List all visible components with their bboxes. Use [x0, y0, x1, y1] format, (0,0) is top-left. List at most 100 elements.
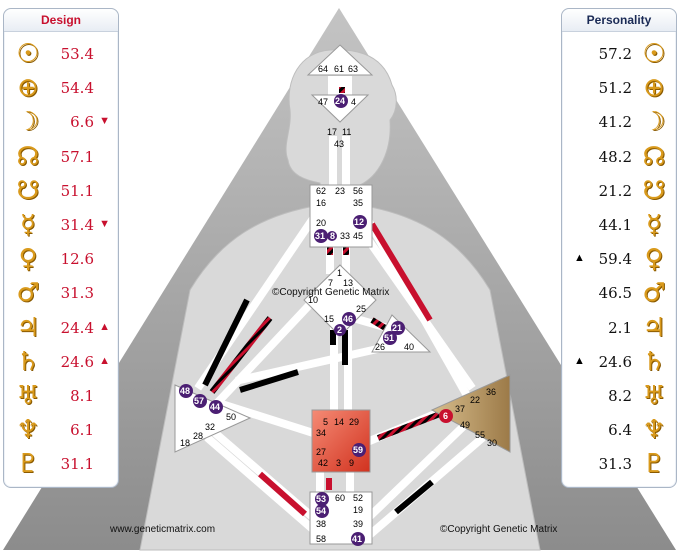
svg-text:12: 12 [354, 217, 364, 227]
direction-arrow-icon: ▼ [99, 115, 110, 128]
planet-gate-value: 21.2 [598, 181, 632, 200]
planet-row: ⊕51.2 [562, 73, 676, 103]
svg-text:1: 1 [337, 268, 342, 278]
venus-icon: ♀ [644, 244, 664, 275]
svg-text:41: 41 [352, 534, 362, 544]
planet-gate-value: 24.6 [60, 352, 94, 371]
svg-text:10: 10 [308, 295, 318, 305]
svg-text:21: 21 [392, 323, 402, 333]
svg-text:33: 33 [340, 231, 350, 241]
pluto-icon: ♇ [16, 449, 40, 480]
planet-row: ☿ 44.1 [562, 210, 676, 240]
moon-icon: ☽ [16, 107, 40, 138]
pluto-icon: ♇ [642, 449, 666, 480]
neptune-icon: ♆ [16, 415, 40, 446]
svg-text:23: 23 [335, 186, 345, 196]
defined-channels [202, 87, 442, 517]
direction-arrow-icon: ▲ [99, 320, 110, 333]
neptune-icon: ♆ [642, 415, 666, 446]
planet-row: ☽41.2 [562, 107, 676, 137]
site-url[interactable]: www.geneticmatrix.com [109, 524, 215, 535]
svg-text:32: 32 [205, 422, 215, 432]
planet-gate-value: 44.1 [598, 216, 632, 234]
planet-gate-value: 24.6 [598, 352, 632, 371]
south-node-icon: ☋ [642, 175, 666, 206]
mars-icon: ♂ [16, 278, 40, 309]
svg-text:9: 9 [349, 458, 354, 468]
svg-text:51: 51 [384, 333, 394, 343]
planet-gate-value: 57.1 [60, 147, 94, 166]
svg-text:4: 4 [351, 97, 356, 107]
svg-text:24: 24 [335, 96, 345, 106]
svg-text:22: 22 [470, 395, 480, 405]
planet-row: ♄24.6▲ [562, 347, 676, 377]
planet-row: ☿31.4▼ [4, 210, 118, 240]
planet-gate-value: 46.5 [598, 284, 632, 303]
jupiter-icon: ♃ [16, 312, 40, 343]
svg-text:34: 34 [316, 428, 326, 438]
svg-text:5: 5 [323, 417, 328, 427]
planet-gate-value: 54.4 [60, 79, 94, 98]
planet-gate-value: 2.1 [608, 318, 632, 337]
svg-text:3: 3 [336, 458, 341, 468]
svg-text:31: 31 [315, 231, 325, 241]
personality-title: Personality [562, 9, 676, 32]
svg-text:64: 64 [318, 64, 328, 74]
svg-text:63: 63 [348, 64, 358, 74]
planet-row: ♀12.6 [4, 244, 118, 274]
head-center [306, 44, 374, 76]
svg-text:42: 42 [318, 458, 328, 468]
design-panel: Design ☉53.4⊕54.4☽6.6▼☊57.1☋51.1☿31.4▼♀1… [3, 8, 119, 488]
svg-text:39: 39 [353, 519, 363, 529]
uranus-icon: ♅ [16, 381, 40, 411]
planet-gate-value: 6.1 [70, 421, 94, 440]
earth-icon: ⊕ [17, 73, 39, 104]
planet-row: ♂46.5 [562, 278, 676, 308]
direction-arrow-icon: ▲ [574, 252, 585, 265]
svg-text:40: 40 [404, 342, 414, 352]
svg-text:53: 53 [316, 494, 326, 504]
planet-row: ♇31.3 [562, 449, 676, 479]
planet-row: ☊48.2 [562, 142, 676, 172]
planet-row: ☋ 21.2 [562, 176, 676, 206]
svg-text:35: 35 [353, 198, 363, 208]
planet-row: ☉57.2 [562, 39, 676, 69]
planet-row: ⊕ 54.4 [4, 73, 118, 103]
planet-row: ☋51.1 [4, 176, 118, 206]
svg-text:45: 45 [353, 231, 363, 241]
svg-text:56: 56 [353, 186, 363, 196]
svg-text:52: 52 [353, 493, 363, 503]
svg-text:36: 36 [486, 387, 496, 397]
copyright: ©Copyright Genetic Matrix [440, 524, 557, 535]
svg-text:49: 49 [460, 420, 470, 430]
mercury-icon: ☿ [20, 210, 36, 240]
mercury-icon: ☿ [646, 210, 662, 240]
planet-gate-value: 57.2 [598, 45, 632, 63]
north-node-icon: ☊ [16, 141, 40, 172]
planet-row: ♇ 31.1 [4, 449, 118, 479]
planet-gate-value: 31.1 [60, 455, 94, 474]
planet-gate-value: 53.4 [60, 45, 94, 63]
svg-text:61: 61 [334, 64, 344, 74]
planet-row: ♂31.3 [4, 278, 118, 308]
planet-row: ☉53.4 [4, 39, 118, 69]
planet-gate-value: 12.6 [60, 250, 94, 269]
planet-gate-value: 59.4 [598, 250, 632, 269]
north-node-icon: ☊ [642, 141, 666, 172]
planet-row: ♆ 6.1 [4, 415, 118, 445]
svg-text:2: 2 [337, 325, 342, 335]
solar-plexus-center [430, 374, 511, 453]
svg-text:57: 57 [194, 396, 204, 406]
planet-row: ♀ 59.4 ▲ [562, 244, 676, 274]
planet-gate-value: 51.2 [598, 79, 632, 98]
svg-text:25: 25 [356, 304, 366, 314]
svg-text:43: 43 [334, 139, 344, 149]
jupiter-icon: ♃ [642, 312, 666, 343]
planet-gate-value: 51.1 [60, 181, 94, 200]
planet-gate-value: 24.4 [60, 318, 94, 337]
planet-row: ♅8.1 [4, 381, 118, 411]
svg-text:38: 38 [316, 519, 326, 529]
